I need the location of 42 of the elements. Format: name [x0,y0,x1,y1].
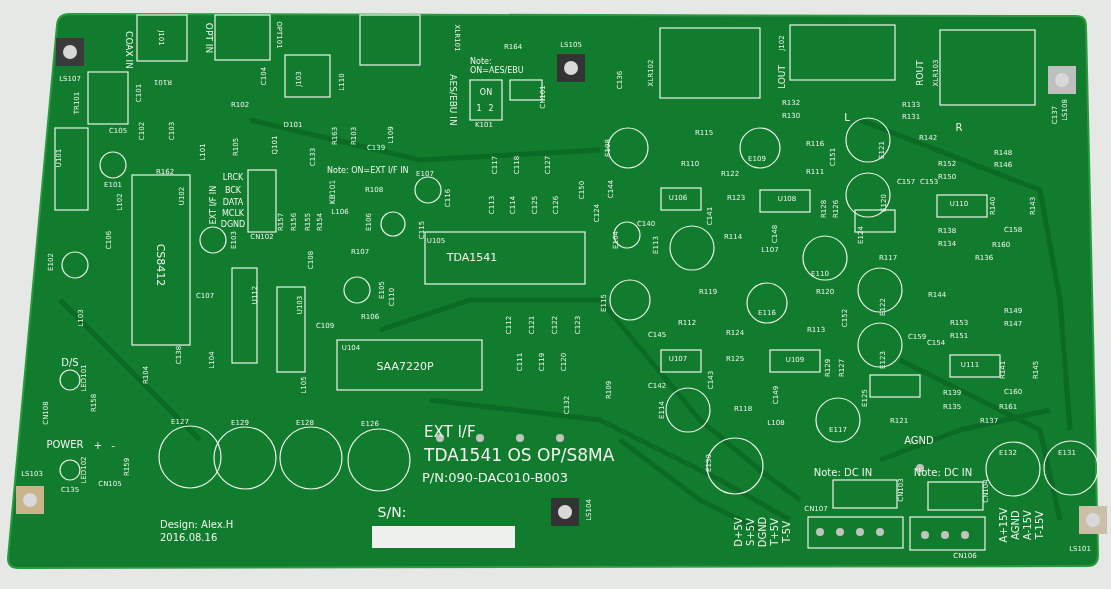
pin-label: LRCK [222,173,244,183]
silkscreen-label: AGND [904,434,934,446]
pin-label: T-15V [1033,510,1045,540]
board-marking: P/N:090-DAC010-B003 [422,470,569,486]
silkscreen-label: Note: DC IN [813,466,873,478]
silkscreen-label: Note: ON=AES/EBU [470,58,525,76]
pin-label: AGND [1009,510,1021,540]
silkscreen-label: POWER [46,438,84,450]
board-marking: Design: Alex.H [160,518,234,530]
silkscreen-label: S/N: [377,505,407,521]
silkscreen-label: LOUT [778,65,788,89]
silkscreen-label: OPT IN [203,22,213,54]
pin-label: MCLK [221,209,245,219]
silkscreen-label: Note: ON=EXT I/F IN [327,166,410,176]
pin-label: DATA [222,198,244,208]
silkscreen-label: AES/EBU IN [447,74,457,126]
chip-marking: CS8412 [153,243,167,287]
pin-label: T-5V [780,521,792,543]
chip-marking: TDA1541 [446,251,498,265]
chip-marking: SAA7220P [376,360,434,374]
board-marking: TDA1541 OS OP/S8MA [424,445,615,465]
pin-label: D+5V [732,517,744,547]
silkscreen-label: R [955,121,963,133]
pin-label: T+5V [768,518,780,546]
pin-label: DGND [756,516,768,548]
pin-label: 2 [488,104,494,114]
silkscreen-label: ROUT [916,60,926,86]
silkscreen-label: COAX IN [123,31,133,69]
pin-label: - [111,439,115,451]
silkscreen-label: EXT I/F IN [209,185,219,225]
pin-label: A-15V [1021,510,1033,540]
board-marking: 2016.08.16 [160,531,218,543]
pin-label: ON [479,88,493,98]
pin-label: A+15V [997,507,1009,543]
board-marking: EXT I/F [424,423,476,441]
silkscreen-label: L [844,111,850,123]
pin-label: DGND [220,220,246,230]
pin-label: S+5V [744,518,756,546]
pin-label: 1 [476,104,482,114]
silkscreen-label: D/S [61,356,79,368]
pin-label: BCK [224,186,242,196]
pin-label: + [93,439,103,451]
